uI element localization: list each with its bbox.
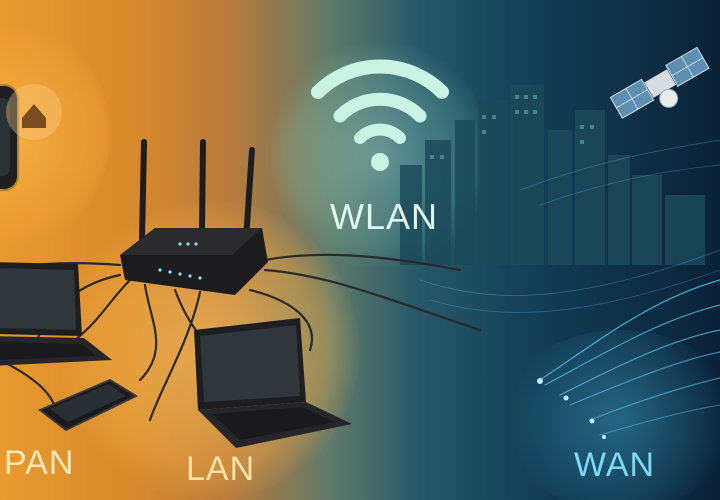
fiber-streams	[419, 139, 720, 436]
smartphone-icon	[38, 378, 139, 432]
wifi-icon	[311, 59, 449, 171]
fiber-light-points	[537, 378, 606, 439]
pan-label: PAN	[4, 444, 75, 482]
satellite-icon	[609, 46, 710, 119]
lan-label: LAN	[186, 450, 256, 488]
home-icon	[6, 84, 62, 140]
skyline-windows	[430, 95, 594, 159]
wlan-label: WLAN	[330, 196, 439, 237]
laptop-icon	[0, 262, 112, 366]
router-icon	[120, 139, 268, 295]
smartwatch-icon	[0, 84, 19, 191]
city-skyline-icon	[400, 85, 705, 265]
wan-label: WAN	[574, 446, 656, 484]
laptop-icon	[194, 318, 352, 448]
wan-glow	[500, 330, 720, 500]
